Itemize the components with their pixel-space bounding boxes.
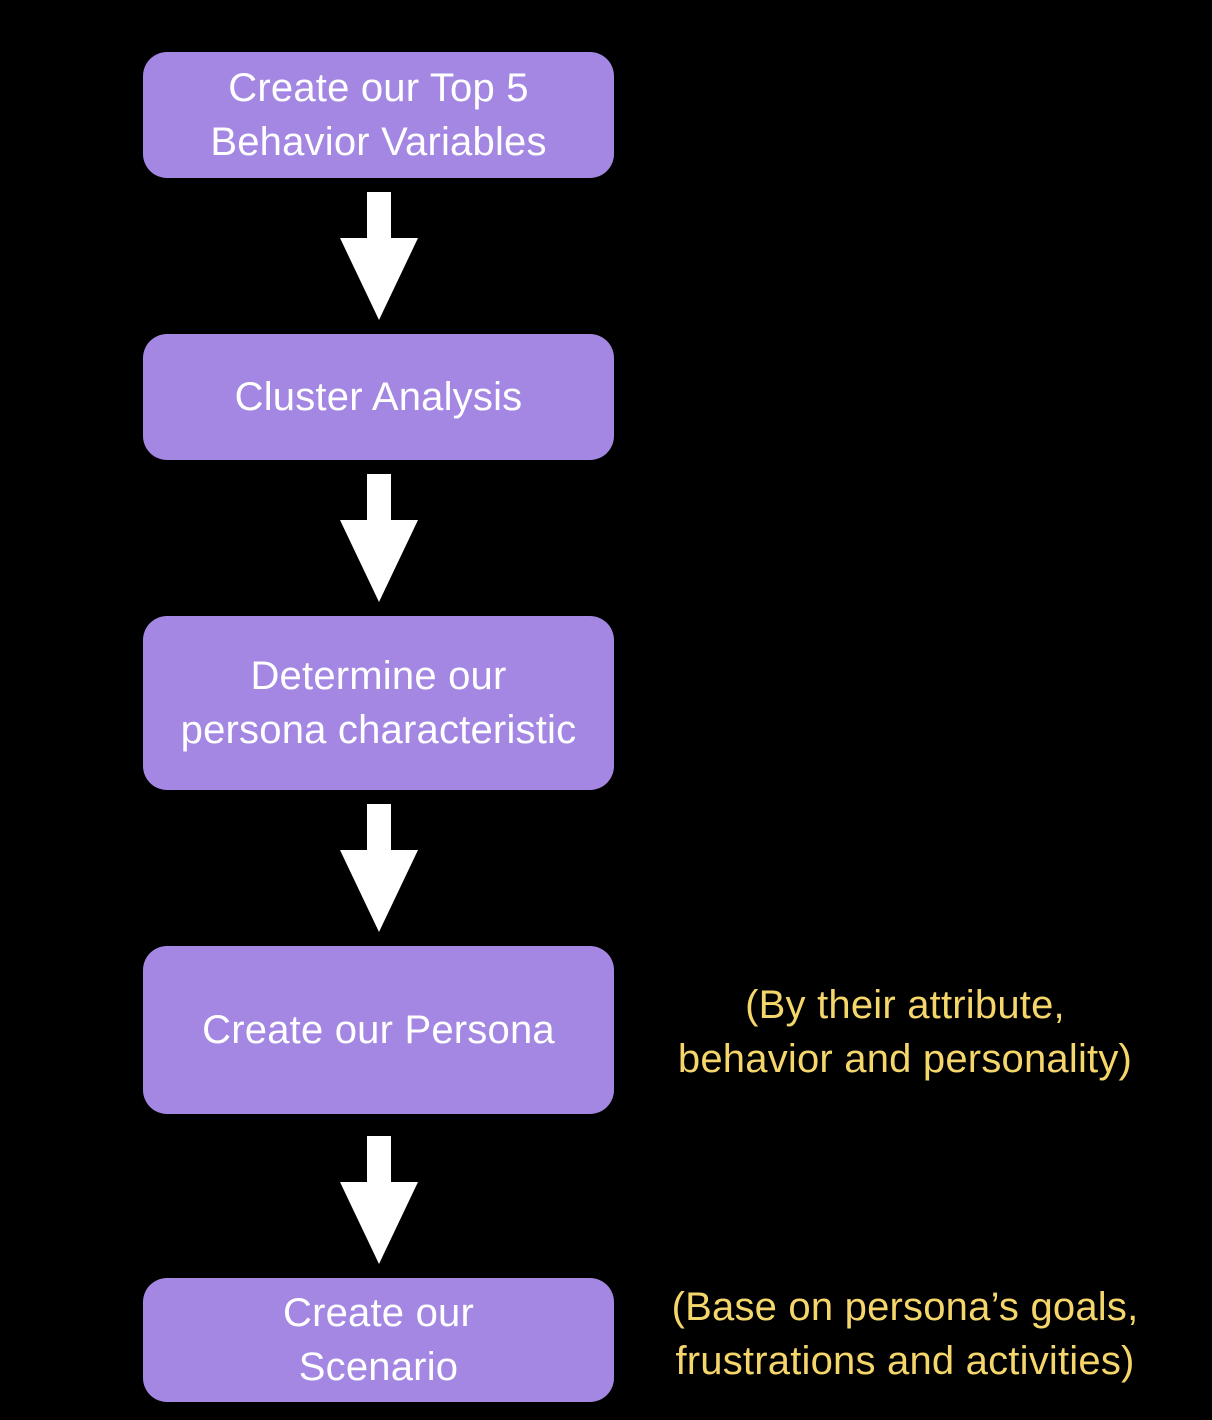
step-box-create-persona: Create our Persona (143, 946, 614, 1114)
step-label: Create our Persona (202, 1008, 555, 1052)
step-label: Cluster Analysis (234, 375, 523, 419)
persona-note: (By their attribute, behavior and person… (677, 983, 1133, 1081)
step-box-cluster-analysis: Cluster Analysis (143, 334, 614, 460)
step-box-behavior-variables: Create our Top 5 Behavior Variables (143, 52, 614, 178)
down-arrow-icon (340, 192, 418, 320)
scenario-note: (Base on persona’s goals, frustrations a… (671, 1285, 1139, 1383)
down-arrow-icon (340, 1136, 418, 1264)
step-label: Create our Top 5 Behavior Variables (210, 66, 547, 164)
down-arrow-icon (340, 474, 418, 602)
step-box-create-scenario: Create our Scenario (143, 1278, 614, 1402)
down-arrow-icon (340, 804, 418, 932)
step-label: Determine our persona characteristic (180, 654, 577, 752)
step-box-persona-characteristic: Determine our persona characteristic (143, 616, 614, 790)
step-label: Create our Scenario (283, 1291, 474, 1389)
